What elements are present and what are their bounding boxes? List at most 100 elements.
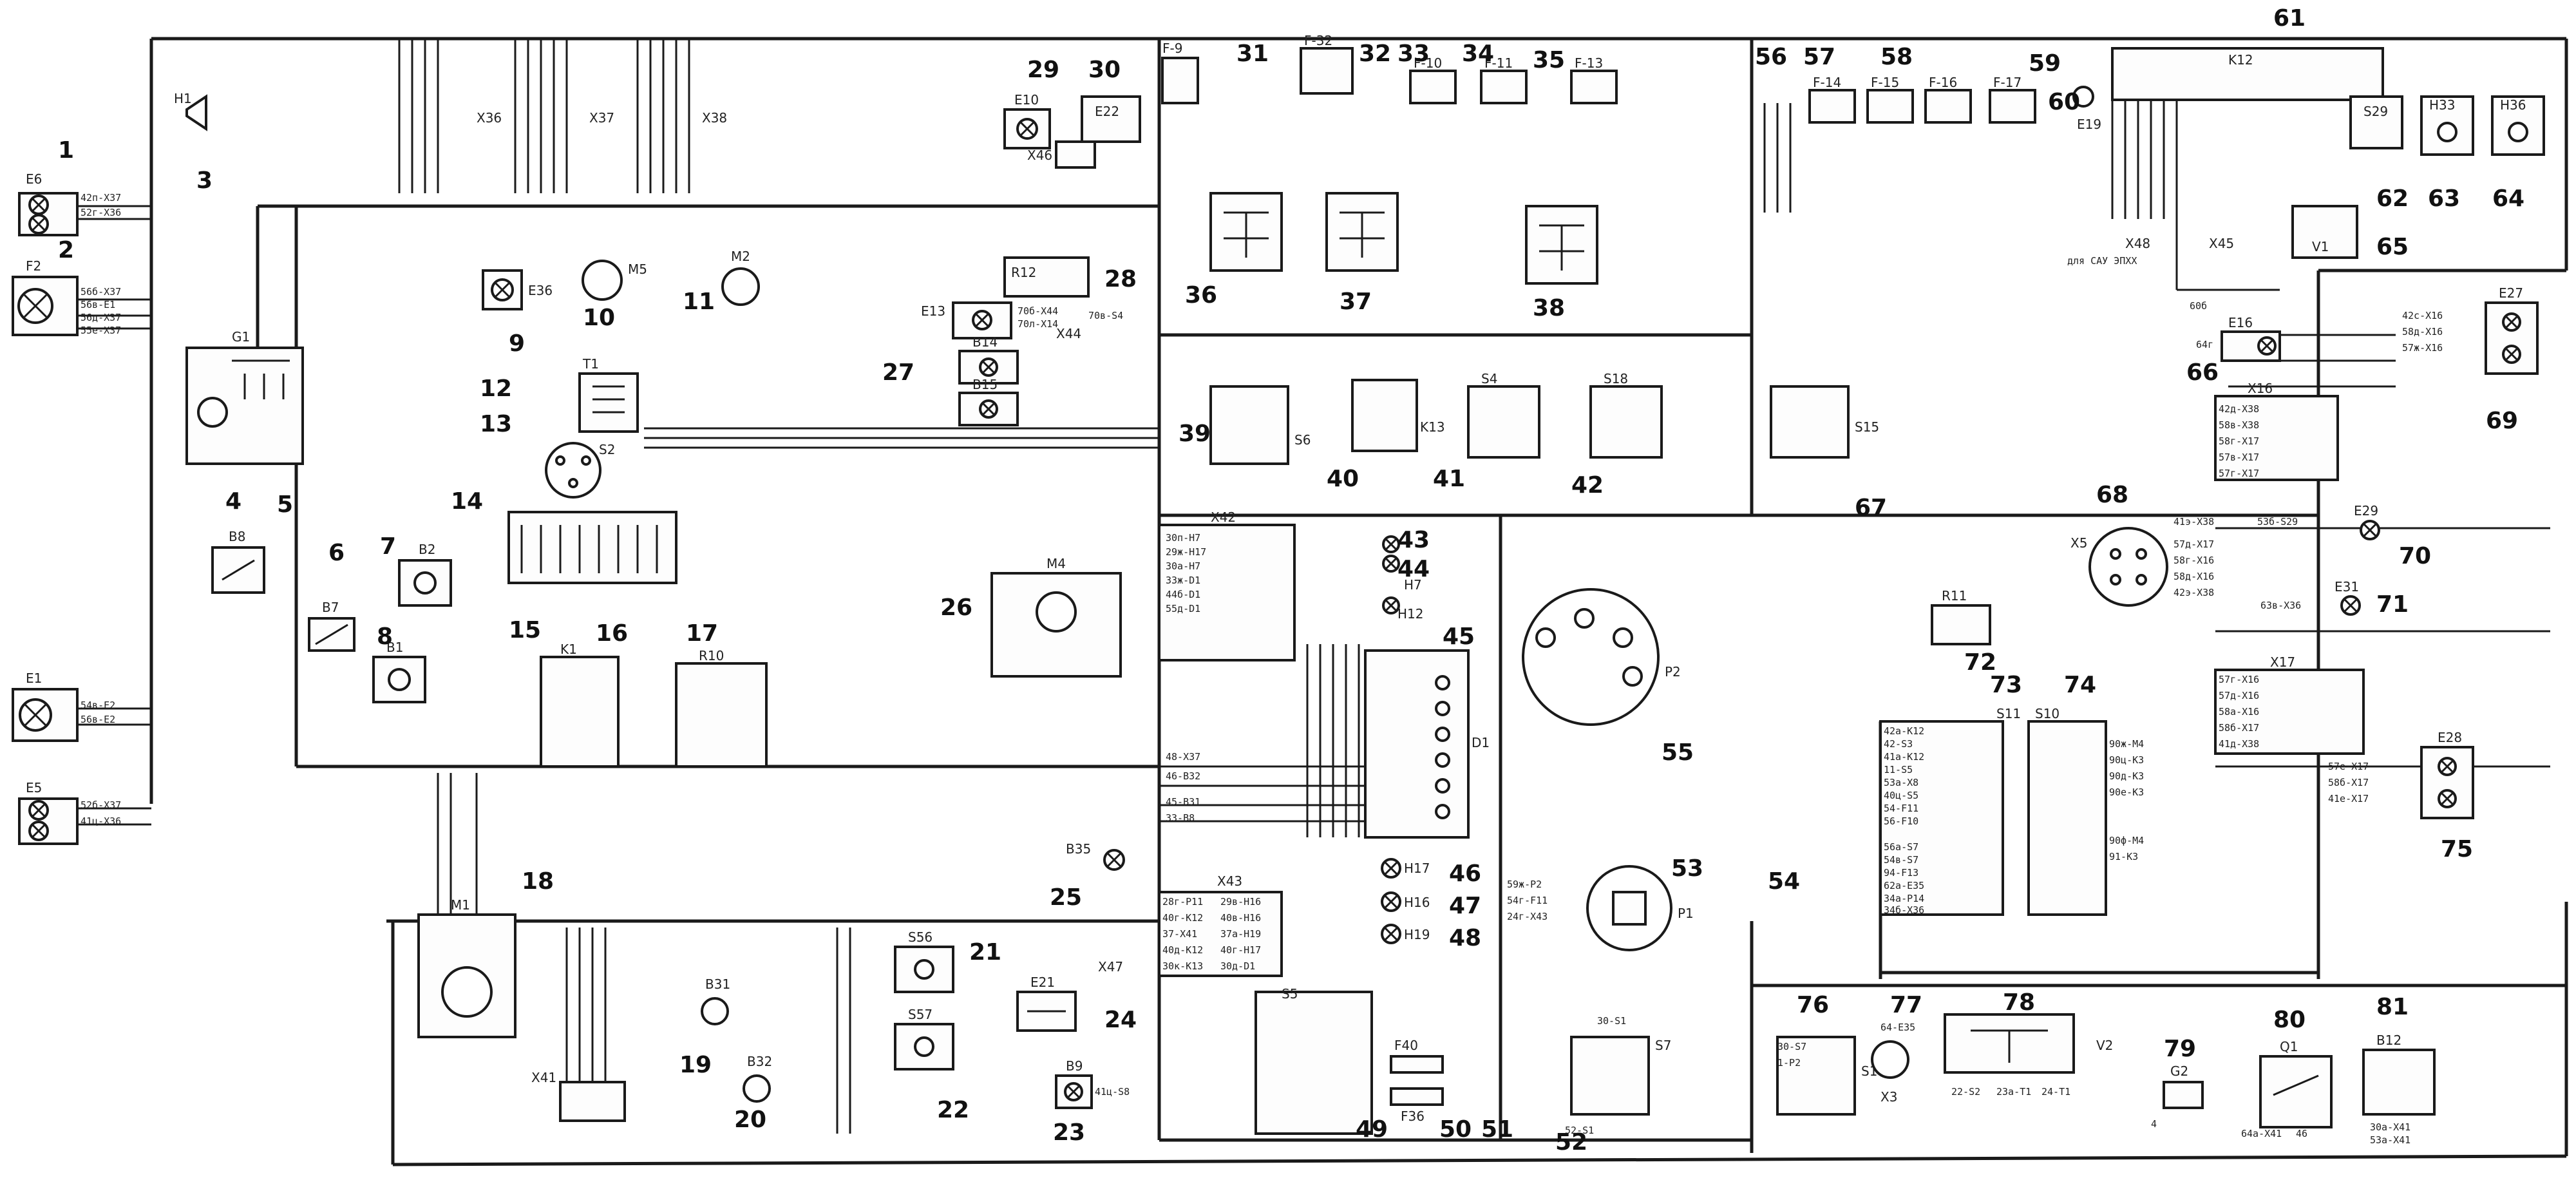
lamp-b9: B9 41ц-S8	[1055, 1058, 1130, 1109]
callout: 52	[1555, 1129, 1587, 1156]
label-b31: B31	[705, 976, 730, 992]
wire-label: 24-T1	[2041, 1086, 2070, 1098]
wire-label: 24г-X43	[1507, 911, 1548, 922]
label-g1: G1	[232, 329, 250, 345]
wire-label: 41д-X38	[2219, 738, 2259, 750]
callout: 15	[509, 617, 541, 643]
connector-x45: X45	[2209, 236, 2234, 251]
wire-label: 41а-K12	[1884, 751, 1924, 763]
wire-label: 56в-E2	[80, 714, 115, 725]
lamp-e22: E22	[1081, 95, 1141, 143]
wire-label: 40г-K12	[1162, 912, 1203, 924]
callout: 48	[1449, 925, 1481, 951]
label-s56: S56	[908, 929, 933, 945]
wire-label: 56в-E1	[80, 299, 115, 310]
callout: 1	[58, 137, 74, 164]
label-f17: F-17	[1993, 75, 2022, 90]
callout: 69	[2486, 408, 2518, 434]
callout: 24	[1104, 1007, 1137, 1033]
wire-label: 41ц-X36	[80, 815, 121, 827]
wire-label: 33-B8	[1166, 812, 1195, 824]
label-r11: R11	[1942, 588, 1967, 604]
wire-label: 30-S7	[1777, 1041, 1806, 1052]
wire-label: 58б-X17	[2219, 722, 2259, 734]
h-wire-block: 30п-H7 29ж-H17 30а-H7 33ж-D1 44б-D1 55д-…	[1158, 524, 1296, 824]
callout: 18	[522, 868, 554, 895]
label-x3: X3	[1880, 1089, 1897, 1105]
wire-label: 58д-X16	[2402, 326, 2443, 338]
wire-label: 58а-X16	[2219, 706, 2259, 718]
callout: 8	[377, 623, 393, 650]
wire-label: 11-S5	[1884, 764, 1913, 776]
callout: 50	[1439, 1116, 1472, 1143]
wire-label: 56а-S7	[1884, 841, 1918, 853]
wire-label: 41э-X38	[2174, 516, 2214, 528]
label-e1: E1	[26, 671, 42, 686]
label-f40: F40	[1394, 1038, 1418, 1053]
label-x5: X5	[2070, 535, 2087, 551]
wire-label: 42-S3	[1884, 738, 1913, 750]
label-e10: E10	[1014, 92, 1039, 108]
label-x44: X44	[1056, 326, 1081, 341]
motor-m2: M2	[721, 249, 760, 306]
switch-s4: S4	[1467, 371, 1540, 459]
label-s6: S6	[1294, 432, 1311, 448]
label-e16: E16	[2228, 315, 2253, 330]
lamp-e1: E1 54в-E2 56в-E2	[12, 671, 115, 742]
label-m2: M2	[731, 249, 750, 264]
lamp-e28: E28 57е-X17 58б-X17 41е-X17	[2328, 730, 2474, 819]
callout: 20	[734, 1107, 766, 1133]
lamp-group-e13: E13 70б-X44 70л-X14 70в-S4	[921, 301, 1123, 339]
label-h16: H16	[1404, 895, 1430, 910]
wire-label: 59ж-P2	[1507, 879, 1542, 890]
wire-label: 42п-X37	[80, 192, 121, 204]
fuse-f13: F-13	[1570, 55, 1618, 104]
wire-label: 52г-X36	[80, 207, 121, 218]
wire-label: 57д-X16	[2219, 690, 2259, 701]
lamp-e21: E21	[1016, 975, 1077, 1032]
wire-label: 42д-X38	[2219, 403, 2259, 415]
callout: 45	[1443, 623, 1475, 650]
wire-label: 90е-K3	[2109, 786, 2144, 798]
label-r12: R12	[1011, 265, 1036, 280]
label-f9: F-9	[1162, 41, 1182, 56]
callout: 46	[1449, 861, 1481, 887]
label-b14: B14	[972, 334, 998, 350]
callout: 17	[686, 620, 718, 647]
wire-label: 57в-X17	[2219, 452, 2259, 463]
label-v1: V1	[2312, 239, 2329, 254]
connector-x16: X16 42д-X38 58в-X38 58г-X17 57в-X17 57г-…	[2214, 381, 2339, 481]
label-e28: E28	[2438, 730, 2462, 745]
label-h19: H19	[1404, 927, 1430, 942]
wire-label: 58г-X16	[2174, 555, 2214, 566]
fuse-f16: F-16	[1924, 75, 1972, 124]
label-v2: V2	[2096, 1038, 2113, 1053]
wire-label: 54г-F11	[1507, 895, 1548, 906]
wire-label: 90ф-M4	[2109, 835, 2144, 846]
sensor-b7: B7	[308, 600, 355, 652]
resistor-r12: R12	[1003, 256, 1090, 298]
wire-label: 58д-X16	[2174, 571, 2214, 582]
switch-s5: S5	[1255, 986, 1373, 1135]
callout: 2	[58, 237, 74, 263]
callout: 54	[1768, 868, 1800, 895]
lamp-f2: F2 56б-X37 56в-E1 56д-X37 55е-X37	[12, 258, 121, 336]
indicator-h16: H16	[1381, 891, 1430, 912]
wire-label: 62а-E35	[1884, 880, 1924, 891]
callout: 81	[2376, 994, 2409, 1020]
label-e6: E6	[26, 171, 42, 187]
wire-label: 37а-H19	[1220, 928, 1261, 940]
callout: 22	[937, 1097, 969, 1123]
fuse-resistor-array	[507, 511, 677, 584]
sensor-b2: B2	[398, 542, 452, 607]
wire-label: 63в-X36	[2260, 600, 2301, 611]
label-t1: T1	[582, 356, 599, 372]
battery-g2: G2	[2163, 1063, 2204, 1109]
wire-label: 90д-K3	[2109, 770, 2144, 782]
callout-numbers: 1 2 3 4 5 6 7 8 9 10 11 12 13 14 15 16 1…	[58, 5, 2524, 1156]
wire-label: 90ц-K3	[2109, 754, 2144, 766]
label-m4: M4	[1046, 556, 1066, 571]
wire-label: 30д-D1	[1220, 960, 1255, 972]
wiper-motor-m4: M4	[990, 556, 1122, 678]
label-s5: S5	[1282, 986, 1298, 1002]
